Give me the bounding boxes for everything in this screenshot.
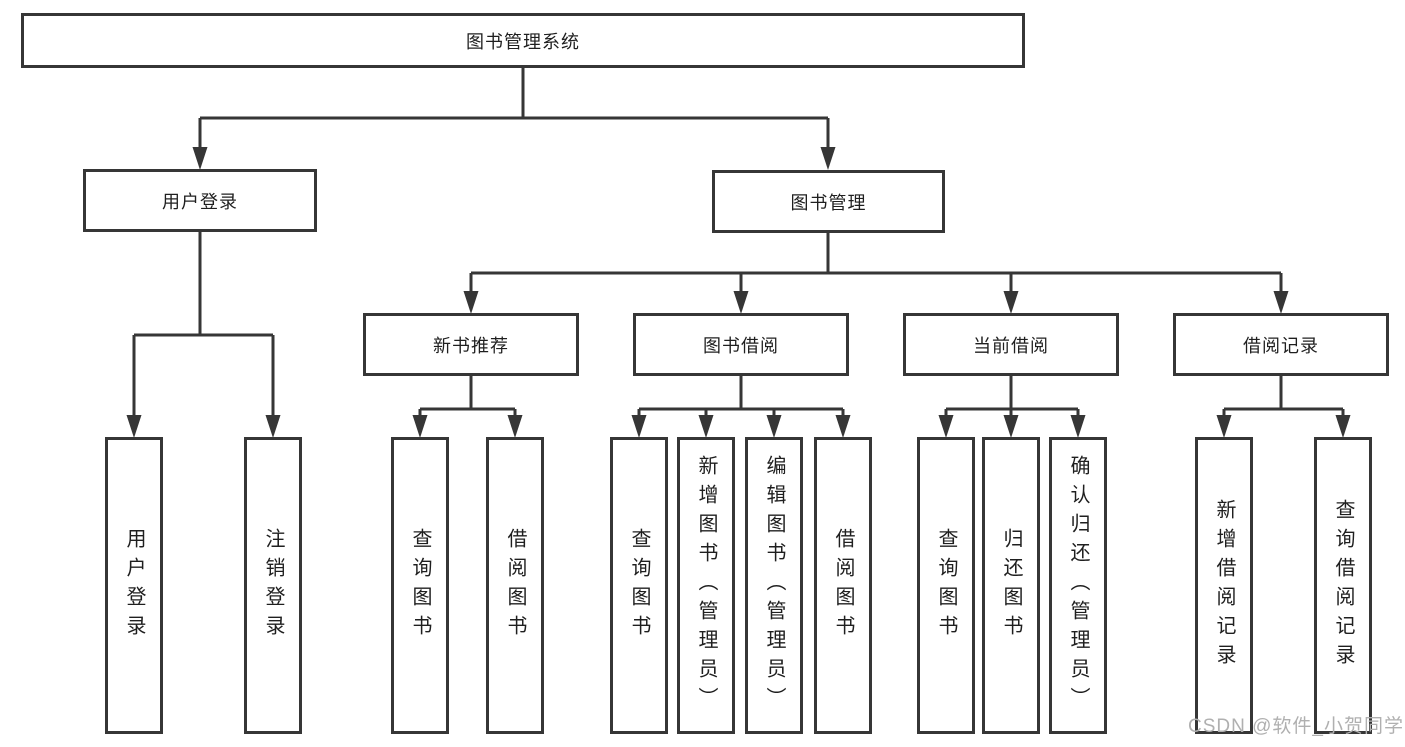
arrowhead-icons <box>126 147 1351 438</box>
node-user-login: 用户登录 <box>83 169 317 232</box>
node-new-book-recommendation: 新书推荐 <box>363 313 579 376</box>
node-current-borrowing: 当前借阅 <box>903 313 1119 376</box>
leaf-br-query-borrow-record: 查询借阅记录 <box>1314 437 1372 734</box>
node-label: 注销登录 <box>262 527 284 644</box>
node-label: 查询图书 <box>409 527 431 644</box>
node-label: 编辑图书（管理员） <box>763 455 785 716</box>
leaf-bb-edit-books-admin: 编辑图书（管理员） <box>745 437 803 734</box>
node-label: 图书借阅 <box>703 335 779 356</box>
node-label: 新增图书（管理员） <box>695 455 717 716</box>
node-label: 借阅记录 <box>1243 335 1319 356</box>
leaf-cb-confirm-return-admin: 确认归还（管理员） <box>1049 437 1107 734</box>
leaf-bb-borrow-books: 借阅图书 <box>814 437 872 734</box>
node-label: 当前借阅 <box>973 335 1049 356</box>
node-book-borrowing: 图书借阅 <box>633 313 849 376</box>
leaf-nbr-borrow-books: 借阅图书 <box>486 437 544 734</box>
node-label: 用户登录 <box>123 527 145 644</box>
node-label: 确认归还（管理员） <box>1067 455 1089 716</box>
leaf-logout: 注销登录 <box>244 437 302 734</box>
leaf-bb-query-books: 查询图书 <box>610 437 668 734</box>
leaf-cb-query-books: 查询图书 <box>917 437 975 734</box>
leaf-br-add-borrow-record: 新增借阅记录 <box>1195 437 1253 734</box>
leaf-cb-return-books: 归还图书 <box>982 437 1040 734</box>
node-book-management: 图书管理 <box>712 170 945 233</box>
node-borrowing-records: 借阅记录 <box>1173 313 1389 376</box>
node-label: 归还图书 <box>1000 527 1022 644</box>
node-label: 图书管理系统 <box>466 31 580 52</box>
node-label: 新增借阅记录 <box>1213 498 1235 673</box>
node-label: 借阅图书 <box>504 527 526 644</box>
node-label: 用户登录 <box>162 191 238 212</box>
leaf-nbr-query-books: 查询图书 <box>391 437 449 734</box>
node-label: 借阅图书 <box>832 527 854 644</box>
leaf-user-login: 用户登录 <box>105 437 163 734</box>
watermark: CSDN @软件_小贺同学 <box>1188 716 1404 737</box>
node-label: 新书推荐 <box>433 335 509 356</box>
leaf-bb-add-books-admin: 新增图书（管理员） <box>677 437 735 734</box>
node-label: 查询图书 <box>628 527 650 644</box>
node-system-root: 图书管理系统 <box>21 13 1025 68</box>
node-label: 查询借阅记录 <box>1332 498 1354 673</box>
node-label: 查询图书 <box>935 527 957 644</box>
node-label: 图书管理 <box>790 192 867 213</box>
